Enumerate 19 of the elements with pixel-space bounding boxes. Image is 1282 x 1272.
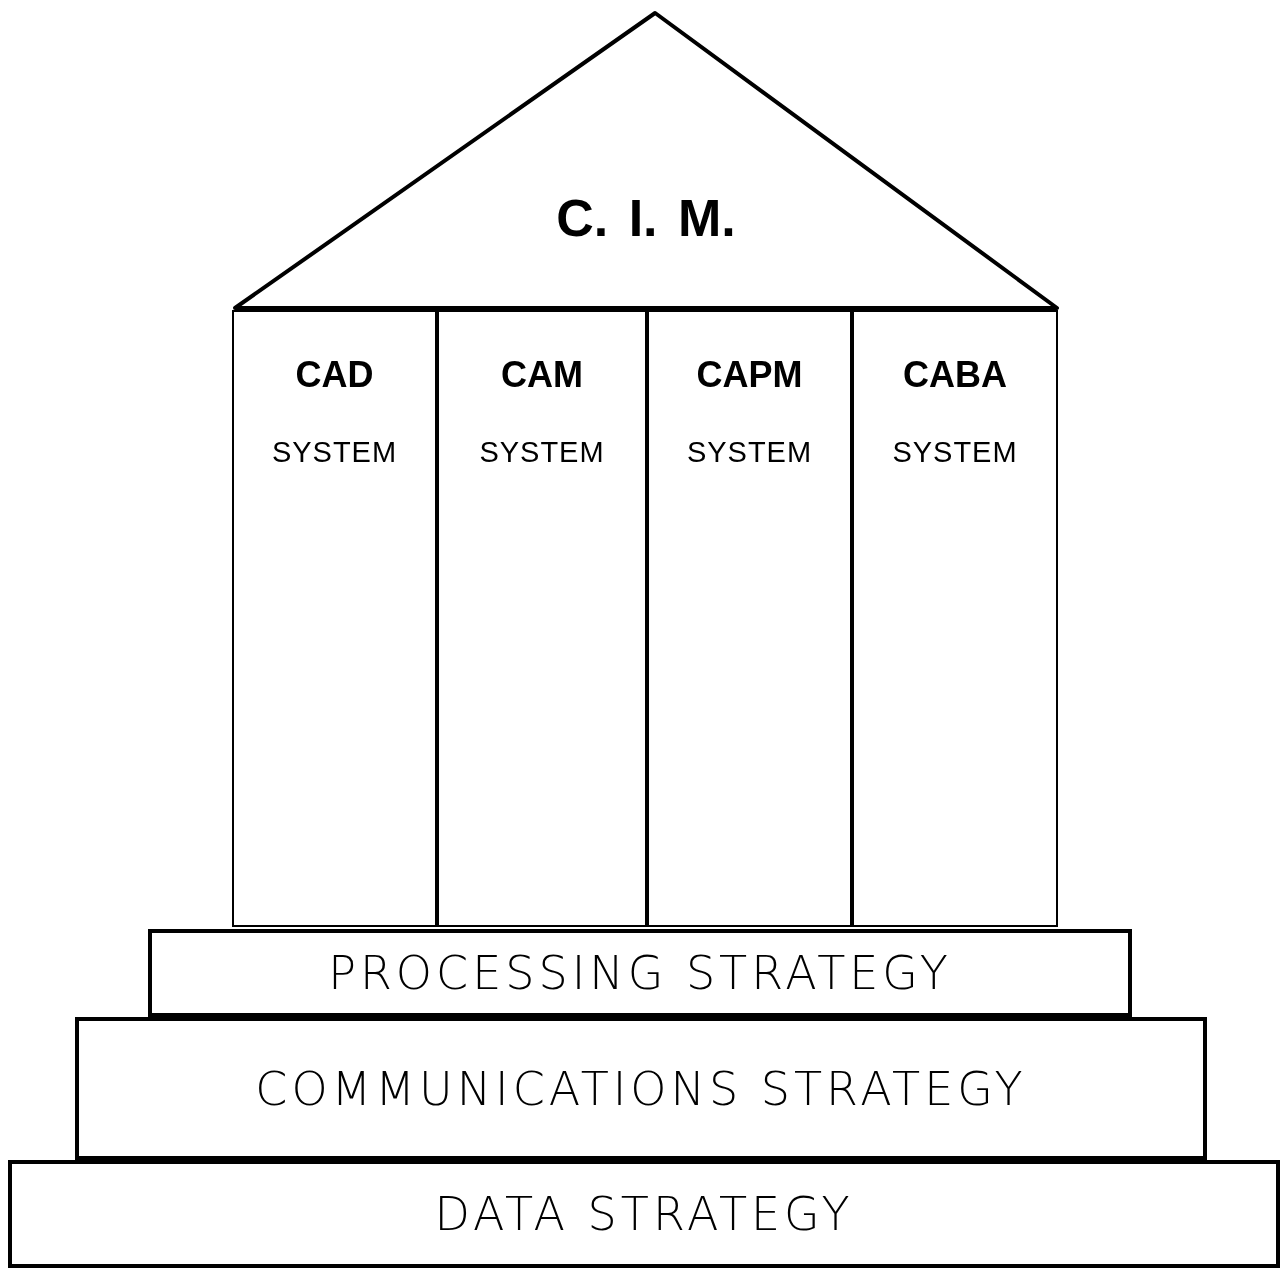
step-box <box>8 1160 1280 1268</box>
pillar-box <box>647 310 852 927</box>
pillar-box <box>852 310 1058 927</box>
roof-title: C. I. M. <box>555 188 737 248</box>
system-label: SYSTEM <box>685 436 814 469</box>
roof-triangle <box>232 10 1060 310</box>
strategy-label: DATA STRATEGY <box>433 1187 855 1241</box>
pillar-box <box>437 310 647 927</box>
strategy-label: PROCESSING STRATEGY <box>327 946 953 1000</box>
pillar-box <box>232 310 437 927</box>
system-label: SYSTEM <box>478 436 606 469</box>
system-acronym: CABA <box>902 354 1008 396</box>
system-label: SYSTEM <box>891 436 1019 469</box>
strategy-label: COMMUNICATIONS STRATEGY <box>254 1061 1028 1116</box>
system-acronym: CAD <box>294 354 375 396</box>
step-box <box>148 929 1132 1017</box>
system-acronym: CAPM <box>695 354 804 396</box>
system-label: SYSTEM <box>270 436 399 469</box>
system-acronym: CAM <box>500 354 584 396</box>
